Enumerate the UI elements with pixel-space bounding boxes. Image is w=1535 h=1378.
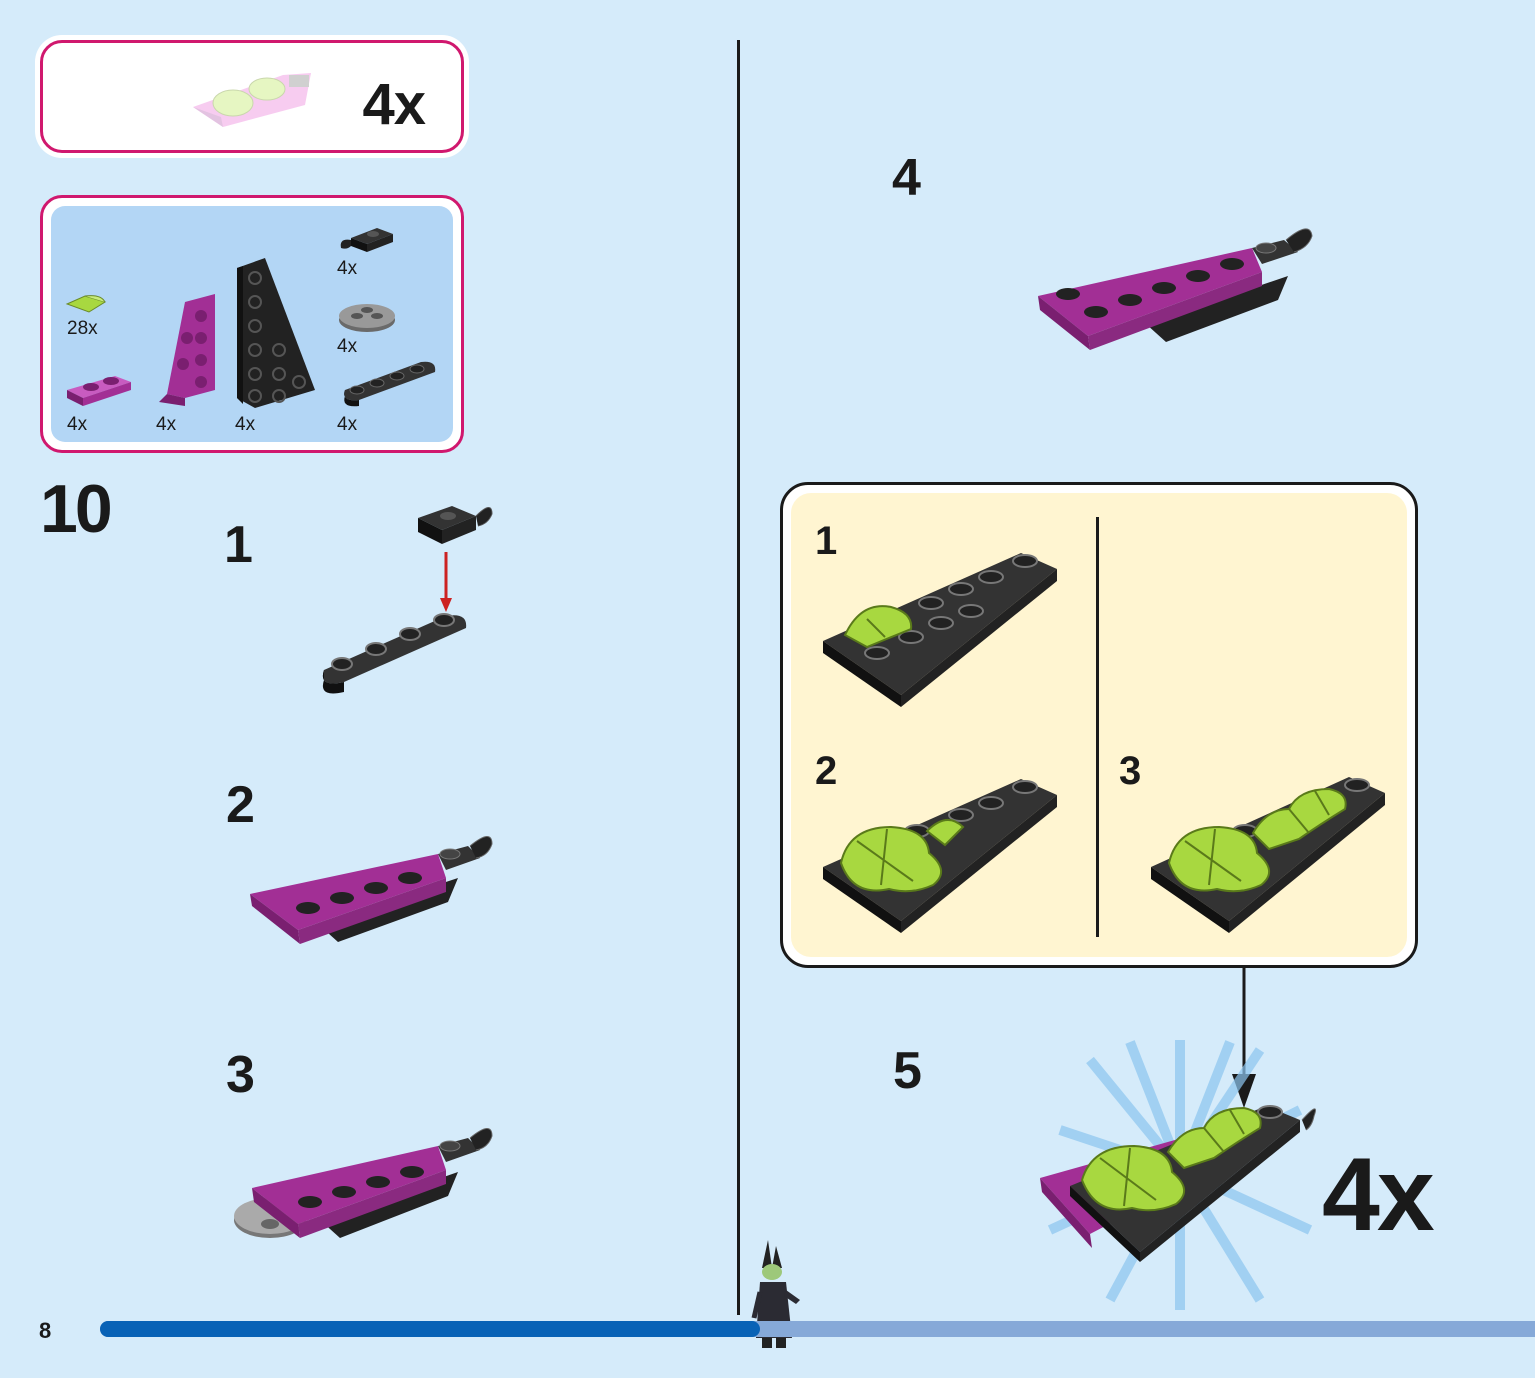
part-qty: 4x bbox=[337, 336, 358, 357]
page-progress-bar bbox=[100, 1321, 1535, 1337]
page-progress-fill bbox=[100, 1321, 761, 1337]
submodel-preview-image bbox=[193, 73, 311, 127]
subassembly-inner: 1 2 3 bbox=[791, 493, 1407, 957]
part-qty: 28x bbox=[67, 318, 98, 339]
submodel-callout: 4x bbox=[40, 40, 464, 153]
subassembly-step-number: 3 bbox=[1119, 749, 1142, 793]
step-number: 10 bbox=[40, 471, 113, 547]
substep-number: 2 bbox=[226, 776, 255, 834]
part-qty: 4x bbox=[337, 258, 358, 279]
final-multiplier: 4x bbox=[1322, 1137, 1435, 1253]
substep-4-illustration bbox=[1038, 228, 1313, 350]
black-plate-1x4-icon bbox=[344, 361, 436, 407]
magenta-plate-icon bbox=[67, 376, 131, 406]
magenta-wedge-plate-icon bbox=[159, 294, 215, 406]
black-wedge-plate-icon bbox=[237, 258, 315, 408]
substep-1-illustration bbox=[322, 506, 493, 694]
subassembly-divider bbox=[1096, 517, 1099, 937]
parts-list-inner: 28x 4x 4x bbox=[51, 206, 453, 442]
substep-number: 1 bbox=[224, 516, 253, 574]
substep-3-illustration bbox=[234, 1128, 493, 1238]
parts-list: 28x 4x 4x bbox=[40, 195, 464, 453]
black-plate-clip-icon bbox=[340, 228, 393, 252]
substep-5-illustration bbox=[1040, 1040, 1316, 1310]
subassembly-2-illustration bbox=[823, 779, 1057, 933]
column-divider bbox=[737, 40, 740, 1315]
part-qty: 4x bbox=[67, 414, 88, 435]
substep-number: 4 bbox=[892, 149, 921, 207]
submodel-multiplier: 4x bbox=[362, 72, 426, 137]
grey-round-plate-icon bbox=[339, 304, 395, 332]
substep-number: 3 bbox=[226, 1046, 255, 1104]
part-qty: 4x bbox=[156, 414, 177, 435]
substep-2-illustration bbox=[250, 836, 493, 944]
subassembly-1-illustration bbox=[823, 553, 1057, 707]
subassembly-box: 1 2 3 bbox=[780, 482, 1418, 968]
lime-quarter-tile-icon bbox=[65, 295, 107, 313]
subassembly-step-number: 2 bbox=[815, 749, 838, 793]
subassembly-3-illustration bbox=[1151, 777, 1385, 933]
substep-number: 5 bbox=[893, 1042, 922, 1100]
page-number: 8 bbox=[39, 1318, 52, 1343]
part-qty: 4x bbox=[337, 414, 358, 435]
part-qty: 4x bbox=[235, 414, 256, 435]
subassembly-step-number: 1 bbox=[815, 519, 838, 563]
